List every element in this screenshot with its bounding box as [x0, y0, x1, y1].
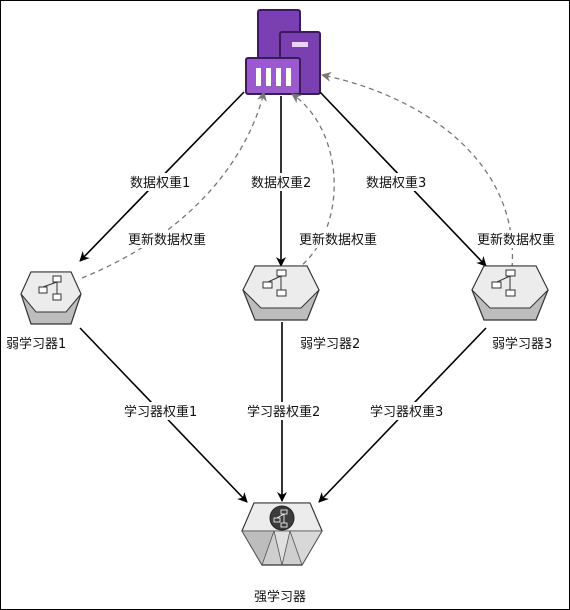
- weak-learner-label-3: 弱学习器3: [492, 336, 552, 352]
- workflow-chip-icon: [471, 265, 549, 321]
- dashed-update-arrow-2: [291, 93, 335, 271]
- data-weight-label-3: 数据权重3: [366, 175, 426, 191]
- strong-learner-label: 强学习器: [254, 589, 306, 605]
- workflow-chip-icon: [242, 265, 320, 321]
- dashed-update-arrow-1: [81, 91, 267, 279]
- workflow-chip-icon: [20, 271, 82, 325]
- learner-weight-label-1: 学习器权重1: [124, 404, 197, 420]
- workflow-gem-icon: [241, 502, 323, 566]
- weak-learner-label-2: 弱学习器2: [300, 336, 360, 352]
- learner-weight-label-3: 学习器权重3: [370, 404, 443, 420]
- data-weight-label-1: 数据权重1: [130, 175, 190, 191]
- update-weight-label-3: 更新数据权重: [477, 232, 555, 248]
- data-weight-label-2: 数据权重2: [251, 175, 311, 191]
- update-weight-label-1: 更新数据权重: [128, 232, 206, 248]
- dashed-update-arrow-3: [321, 71, 514, 269]
- update-weight-label-2: 更新数据权重: [299, 232, 377, 248]
- database-cluster-icon: [245, 9, 321, 95]
- weak-learner-label-1: 弱学习器1: [6, 336, 66, 352]
- learner-weight-label-2: 学习器权重2: [247, 404, 320, 420]
